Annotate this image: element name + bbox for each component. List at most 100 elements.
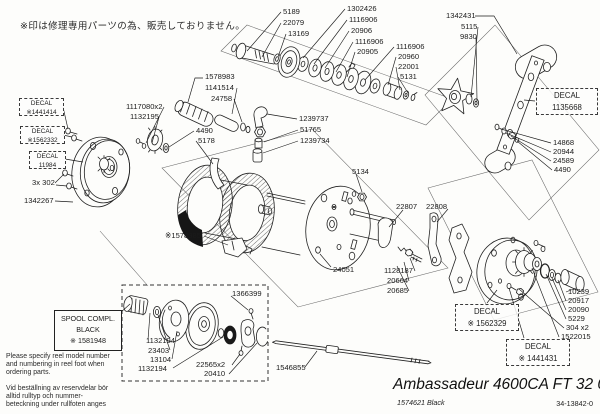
part-label-1141514: 1141514 bbox=[205, 83, 234, 92]
part-label-13169: 13169 bbox=[288, 29, 310, 38]
decal-box-number: ※1441414 bbox=[26, 108, 57, 116]
part-label-3x302: 3x 302 bbox=[32, 178, 55, 187]
ordering-note-swedish: Vid beställning av reservdelar bör allti… bbox=[6, 385, 124, 408]
line-guide-pawl-parts bbox=[252, 106, 268, 163]
line-art bbox=[62, 42, 585, 365]
brake-plate bbox=[305, 185, 396, 271]
decal-box-number: ※1562332 bbox=[27, 136, 58, 144]
main-shaft bbox=[272, 340, 432, 365]
part-label-22565x2: 22565x2 bbox=[196, 360, 226, 369]
repair-only-note-jp: ※印は修理専用パーツの為、販売しておりません。 bbox=[20, 21, 246, 32]
part-label-1116906a: 1116906 bbox=[349, 15, 378, 24]
part-label-20917: 20917 bbox=[568, 296, 590, 305]
part-label-20090: 20090 bbox=[568, 305, 590, 314]
part-label-1546855: 1546855 bbox=[276, 363, 306, 372]
part-label-51765: 51765 bbox=[300, 125, 322, 134]
part-label-1116906c: 1116906 bbox=[396, 42, 425, 51]
drag-star bbox=[437, 77, 479, 115]
part-label-4490-right: 4490 bbox=[554, 165, 571, 174]
part-label-22001: 22001 bbox=[398, 62, 420, 71]
part-label-20960: 20960 bbox=[398, 52, 420, 61]
part-label-22807: 22807 bbox=[396, 202, 418, 211]
decal-box-1562332: DECAL ※1562332 bbox=[20, 126, 65, 144]
part-label-1132194a: 1132194 bbox=[146, 336, 175, 345]
part-label-1342431: 1342431 bbox=[446, 11, 476, 20]
part-label-304x2: 304 x2 bbox=[566, 323, 589, 332]
decal-box-number: 11984 bbox=[38, 161, 57, 169]
part-label-14868: 14868 bbox=[553, 138, 575, 147]
clutch-gear-parts bbox=[135, 126, 170, 154]
frame-pillars bbox=[261, 192, 306, 256]
drive-train-group bbox=[123, 295, 268, 356]
part-label-4490-mid: 4490 bbox=[196, 126, 213, 135]
clutch-links bbox=[377, 212, 473, 294]
model-title: Ambassadeur 4600CA FT 32 00 bbox=[393, 376, 600, 393]
clutch-group-dashed-box bbox=[121, 284, 269, 382]
ordering-note-sv-line2: alltid rulltyp och nummer- bbox=[6, 392, 83, 400]
decal-box-1441431: DECAL ※ 1441431 bbox=[506, 339, 570, 366]
part-label-24589: 24589 bbox=[553, 156, 575, 165]
part-label-22079: 22079 bbox=[283, 18, 305, 27]
part-label-5131: 5131 bbox=[400, 72, 417, 81]
decal-box-title: DECAL bbox=[554, 91, 580, 100]
decal-box-title: DECAL bbox=[474, 307, 500, 316]
decal-box-title: DECAL bbox=[36, 153, 59, 160]
spool-compl-box: SPOOL COMPL. BLACK ※ 1581948 bbox=[54, 310, 122, 351]
part-label-22808: 22808 bbox=[426, 202, 448, 211]
part-label-1132195: 1132195 bbox=[130, 112, 159, 121]
decal-box-1135668: DECAL 1135668 bbox=[536, 88, 598, 115]
part-label-9830: 9830 bbox=[460, 32, 477, 41]
part-label-24051: 24051 bbox=[333, 265, 355, 274]
part-label-1132194b: 1132194 bbox=[138, 364, 167, 373]
thumb-bar bbox=[209, 157, 225, 190]
part-label-5115: 5115 bbox=[461, 22, 478, 31]
part-label-5178: 5178 bbox=[198, 136, 215, 145]
part-label-1117080x2: 1117080x2 bbox=[126, 102, 163, 111]
spool-box-line3: ※ 1581948 bbox=[69, 336, 106, 345]
crankshaft-assembly bbox=[231, 42, 301, 78]
part-label-1239734: 1239734 bbox=[300, 136, 330, 145]
part-label-20410: 20410 bbox=[204, 369, 226, 378]
ordering-note-sv-line1: Vid beställning av reservdelar bör bbox=[6, 385, 109, 392]
part-label-20905: 20905 bbox=[357, 47, 379, 56]
part-label-10239: 10239 bbox=[568, 287, 590, 296]
decal-box-1562329: DECAL ※ 1562329 bbox=[455, 304, 519, 331]
part-label-1302426: 1302426 bbox=[347, 4, 377, 13]
spool-box-line1: SPOOL COMPL. bbox=[60, 314, 116, 323]
decal-box-number: ※ 1441431 bbox=[518, 354, 558, 363]
part-label-20685: 20685 bbox=[387, 286, 409, 295]
right-side-plate bbox=[476, 236, 585, 305]
worm-shaft-assembly bbox=[174, 99, 251, 134]
part-label-1522015: 1522015 bbox=[561, 332, 591, 341]
part-label-24758: 24758 bbox=[211, 94, 233, 103]
spool-box-line2: BLACK bbox=[76, 325, 100, 334]
decal-box-11984: DECAL 11984 bbox=[29, 151, 66, 169]
document-number: 34-13842-0 bbox=[556, 399, 593, 408]
decal-box-number: 1135668 bbox=[552, 103, 582, 112]
ordering-note-english: Please specify reel model number and num… bbox=[6, 353, 124, 376]
part-label-20664: 20664 bbox=[387, 276, 409, 285]
part-label-5134: 5134 bbox=[352, 167, 369, 176]
variant-label: 1574621 Black bbox=[397, 398, 445, 407]
part-label-20944: 20944 bbox=[553, 147, 575, 156]
handle-assembly bbox=[484, 44, 558, 174]
ordering-note-en-line2: and numbering in reel foot when bbox=[6, 360, 105, 368]
part-label-1128187: 1128187 bbox=[384, 266, 413, 275]
part-label-1116906b: 1116906 bbox=[355, 37, 384, 46]
part-label-13104: 13104 bbox=[150, 355, 172, 364]
left-side-plate bbox=[62, 127, 131, 208]
leader-lines bbox=[54, 8, 577, 375]
part-label-5189: 5189 bbox=[283, 7, 300, 16]
part-label-20906: 20906 bbox=[351, 26, 373, 35]
ordering-note-sv-line3: beteckning under rullfoten anges bbox=[6, 400, 106, 408]
part-label-1366399: 1366399 bbox=[232, 289, 262, 298]
part-label-1239737: 1239737 bbox=[299, 114, 329, 123]
part-label-1578985: ※1578985 bbox=[165, 231, 201, 240]
decal-box-title: DECAL bbox=[525, 342, 551, 351]
kick-plate bbox=[221, 237, 253, 258]
drag-stack-assembly bbox=[297, 56, 418, 102]
part-label-23403: 23403 bbox=[148, 346, 170, 355]
ordering-note-en-line3: ordering parts. bbox=[6, 368, 51, 376]
